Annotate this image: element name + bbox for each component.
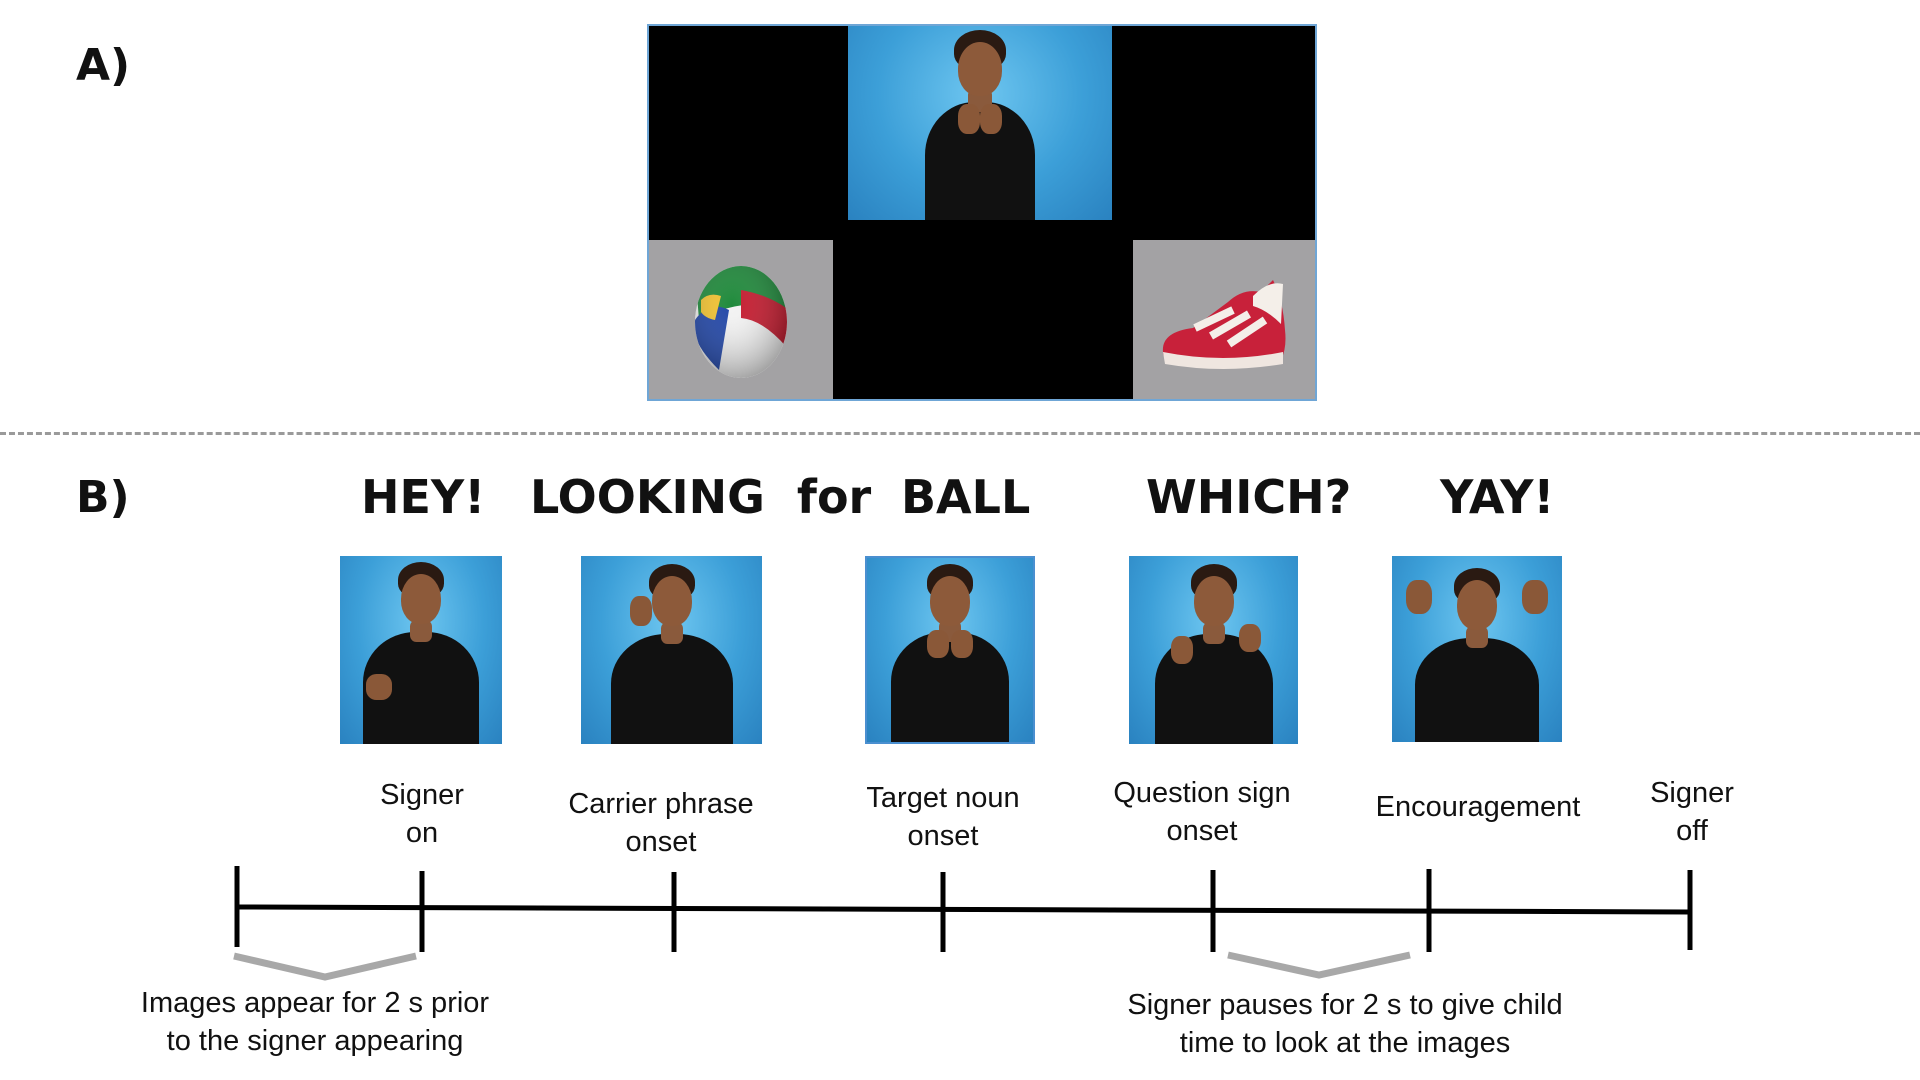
bracket-images-appear [233,952,417,981]
bracket-signer-pauses [1227,951,1411,979]
sign-word-looking-for: LOOKING for [530,470,872,524]
panel-a-label: A) [76,40,131,91]
thumbnail-signer-on [340,556,502,744]
event-label-encouragement: Encouragement [1375,791,1581,823]
section-divider [0,432,1920,435]
shoe-image [1133,240,1315,399]
ball-image [649,240,833,399]
panel-b-label: B) [76,472,130,523]
note-signer-pauses: Signer pauses for 2 s to give child time… [1127,989,1563,1059]
event-label-question-sign: Question sign onset [1113,777,1291,847]
signer-video [848,26,1112,220]
signer-figure [910,26,1050,220]
event-label-target-noun: Target noun onset [866,782,1020,852]
sign-word-ball: BALL [901,470,1031,524]
event-label-signer-off: Signer off [1650,777,1734,847]
thumbnail-carrier-phrase [581,556,762,744]
experiment-screen [647,24,1317,401]
event-label-carrier-phrase: Carrier phrase onset [568,788,754,858]
thumbnail-target-noun [865,556,1035,744]
thumbnail-question-sign [1129,556,1298,744]
beach-ball-icon [695,266,787,378]
sign-word-hey: HEY! [361,470,486,524]
note-images-appear: Images appear for 2 s prior to the signe… [140,987,490,1057]
sign-word-which: WHICH? [1146,470,1352,524]
event-label-signer-on: Signer on [380,779,464,849]
sign-word-yay: YAY! [1440,470,1555,524]
timeline-axis [236,904,1691,915]
thumbnail-encouragement [1392,556,1562,742]
sneaker-icon [1162,280,1286,369]
